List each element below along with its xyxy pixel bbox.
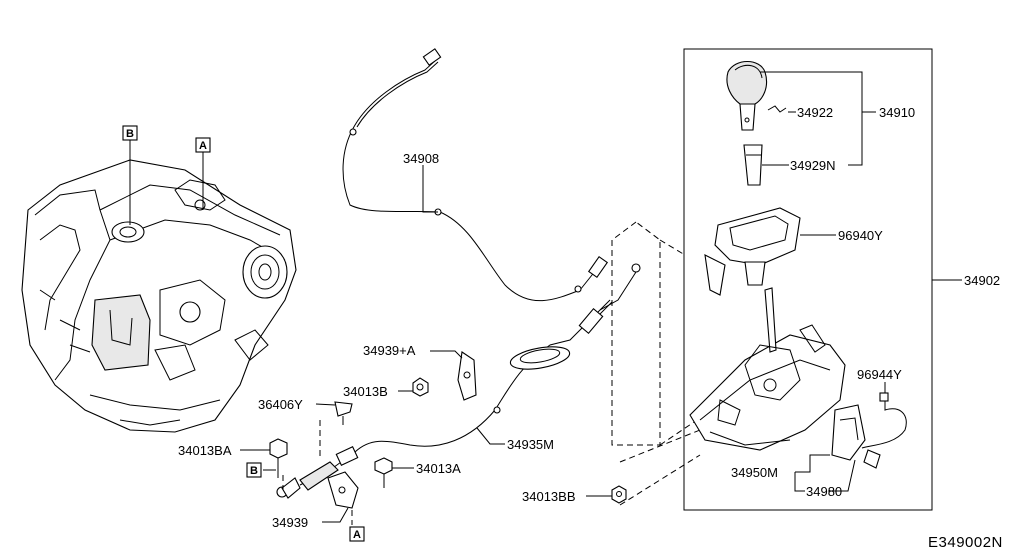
- label-34908: 34908: [403, 151, 439, 166]
- label-34013a: 34013A: [416, 461, 461, 476]
- svg-text:B: B: [250, 465, 258, 477]
- ref-box-b-top: B: [122, 125, 138, 141]
- control-cable-34935m: [276, 299, 613, 499]
- sleeve-34929n: [743, 144, 763, 186]
- indicator-panel-96940y: [704, 207, 801, 296]
- label-96944y: 96944Y: [857, 367, 902, 382]
- label-36406y: 36406Y: [258, 397, 303, 412]
- nut-34013b: [412, 377, 429, 397]
- label-34902: 34902: [964, 273, 1000, 288]
- label-34980: 34980: [806, 484, 842, 499]
- nut-34013bb: [611, 485, 627, 504]
- bolt-34013a: [374, 457, 393, 488]
- ref-box-a-bottom: A: [349, 526, 365, 542]
- label-34013ba: 34013BA: [178, 443, 232, 458]
- shift-knob-34910: [726, 60, 768, 131]
- bracket-34980: [831, 404, 866, 461]
- clip-36406y: [334, 401, 353, 425]
- diagram-code: E349002N: [928, 534, 1003, 551]
- label-34922: 34922: [797, 105, 833, 120]
- shifter-base-34950m: [689, 287, 846, 451]
- label-34929n: 34929N: [790, 158, 836, 173]
- wire-harness-96944y: [861, 392, 907, 469]
- label-34935m: 34935M: [507, 437, 554, 452]
- label-34910: 34910: [879, 105, 915, 120]
- label-34013b: 34013B: [343, 384, 388, 399]
- ref-box-b-bottom: B: [246, 462, 262, 478]
- control-cable-34908: [342, 48, 609, 302]
- label-34939a: 34939+A: [363, 343, 416, 358]
- cable-end-fitting: [599, 263, 641, 311]
- spring-clip-34922: [767, 105, 787, 113]
- dashed-guide-lines: [282, 221, 701, 525]
- bracket-34939a: [457, 351, 477, 401]
- svg-text:B: B: [126, 128, 134, 140]
- bracket-34939: [327, 471, 359, 509]
- label-96940y: 96940Y: [838, 228, 883, 243]
- label-34950m: 34950M: [731, 465, 778, 480]
- svg-text:A: A: [199, 140, 207, 152]
- label-34013bb: 34013BB: [522, 489, 576, 504]
- transmission-illustration: [21, 140, 297, 433]
- ref-box-a-top: A: [195, 137, 211, 153]
- label-34939: 34939: [272, 515, 308, 530]
- svg-text:A: A: [353, 529, 361, 541]
- leader-lines: [240, 71, 962, 523]
- nut-34013ba: [269, 438, 288, 478]
